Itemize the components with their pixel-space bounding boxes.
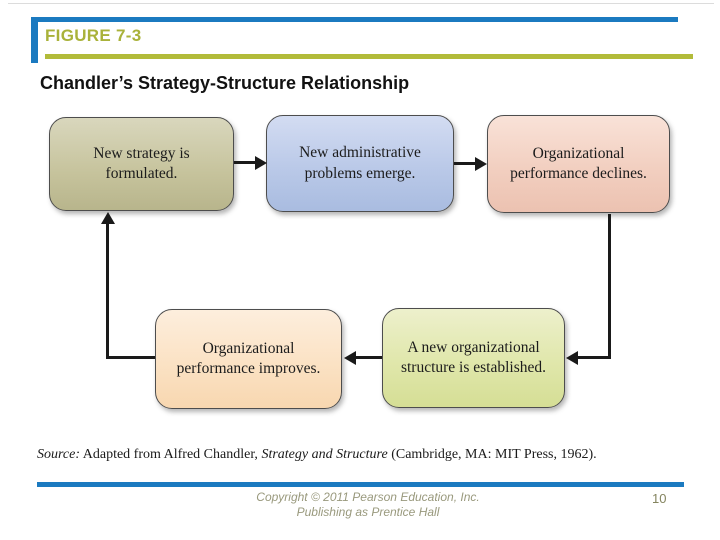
slide-title: Chandler’s Strategy-Structure Relationsh… bbox=[40, 73, 410, 93]
arrow-problems-to-declines bbox=[454, 162, 476, 165]
source-prefix: Source: bbox=[37, 447, 81, 462]
node-label: Organizational performance declines. bbox=[510, 144, 647, 182]
arrow-improves-left-segment bbox=[107, 356, 155, 359]
node-label: New administrative problems emerge. bbox=[299, 144, 421, 182]
copyright-line1: Copyright © 2011 Pearson Education, Inc. bbox=[256, 490, 480, 504]
header-accent-bar bbox=[31, 17, 38, 63]
source-book-title: Strategy and Structure bbox=[261, 447, 388, 462]
source-text: Adapted from Alfred Chandler, bbox=[80, 447, 262, 462]
header-accent-line bbox=[31, 17, 678, 22]
node-label: New strategy is formulated. bbox=[93, 144, 190, 182]
figure-label: FIGURE 7-3 bbox=[45, 26, 142, 45]
node-label: A new organizational structure is establ… bbox=[400, 338, 547, 376]
node-new-strategy: New strategy is formulated. bbox=[49, 117, 234, 211]
node-admin-problems: New administrative problems emerge. bbox=[266, 115, 454, 212]
arrowhead-up-icon bbox=[101, 212, 115, 224]
arrowhead-left-icon bbox=[344, 351, 356, 365]
source-text-after: (Cambridge, MA: MIT Press, 1962). bbox=[387, 447, 597, 462]
arrow-structure-to-improves bbox=[356, 356, 382, 359]
arrow-declines-to-structure bbox=[578, 356, 611, 359]
node-performance-declines: Organizational performance declines. bbox=[487, 115, 670, 213]
page-number: 10 bbox=[652, 491, 667, 506]
arrow-improves-to-strategy bbox=[106, 224, 109, 359]
copyright-line2: Publishing as Prentice Hall bbox=[296, 505, 440, 519]
arrowhead-right-icon bbox=[475, 157, 487, 171]
arrow-strategy-to-problems bbox=[234, 161, 256, 164]
copyright-footer: Copyright © 2011 Pearson Education, Inc.… bbox=[188, 490, 548, 520]
node-new-structure: A new organizational structure is establ… bbox=[382, 308, 565, 408]
header-rule bbox=[45, 54, 693, 59]
arrowhead-right-icon bbox=[255, 156, 267, 170]
node-label: Organizational performance improves. bbox=[176, 339, 321, 377]
source-citation: Source: Adapted from Alfred Chandler, St… bbox=[37, 447, 697, 463]
top-hairline bbox=[8, 3, 714, 4]
arrow-declines-down-segment bbox=[608, 214, 611, 358]
footer-accent-line bbox=[37, 482, 684, 487]
node-performance-improves: Organizational performance improves. bbox=[155, 309, 342, 409]
arrowhead-left-icon bbox=[566, 351, 578, 365]
